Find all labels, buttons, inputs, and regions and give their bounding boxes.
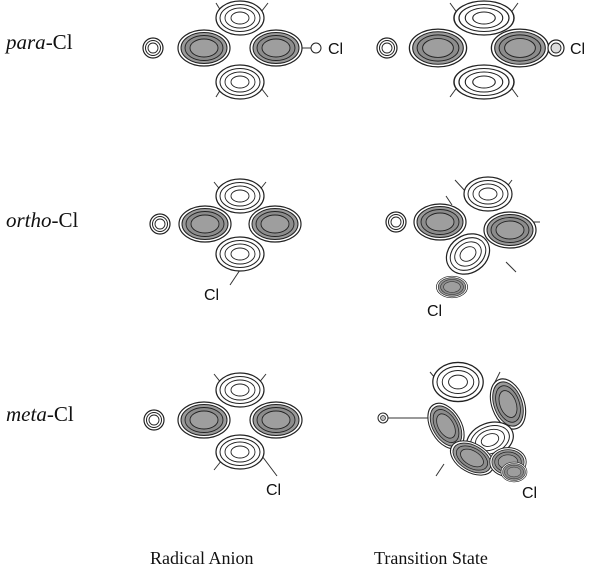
cl-label-meta-radical: Cl bbox=[266, 482, 281, 499]
column-label-radical-anion: Radical Anion bbox=[150, 548, 254, 568]
row-label-ortho: ortho-Cl bbox=[6, 208, 79, 232]
cl-label-para-ts: Cl bbox=[570, 41, 585, 58]
column-label-transition-state: Transition State bbox=[374, 548, 488, 568]
cl-label-ortho-ts: Cl bbox=[427, 303, 442, 320]
cl-label-para-radical: Cl bbox=[328, 41, 343, 58]
row-label-meta: meta-Cl bbox=[6, 402, 74, 426]
row-label-para: para-Cl bbox=[6, 30, 73, 54]
cl-label-meta-ts: Cl bbox=[522, 485, 537, 502]
cl-label-ortho-radical: Cl bbox=[204, 287, 219, 304]
